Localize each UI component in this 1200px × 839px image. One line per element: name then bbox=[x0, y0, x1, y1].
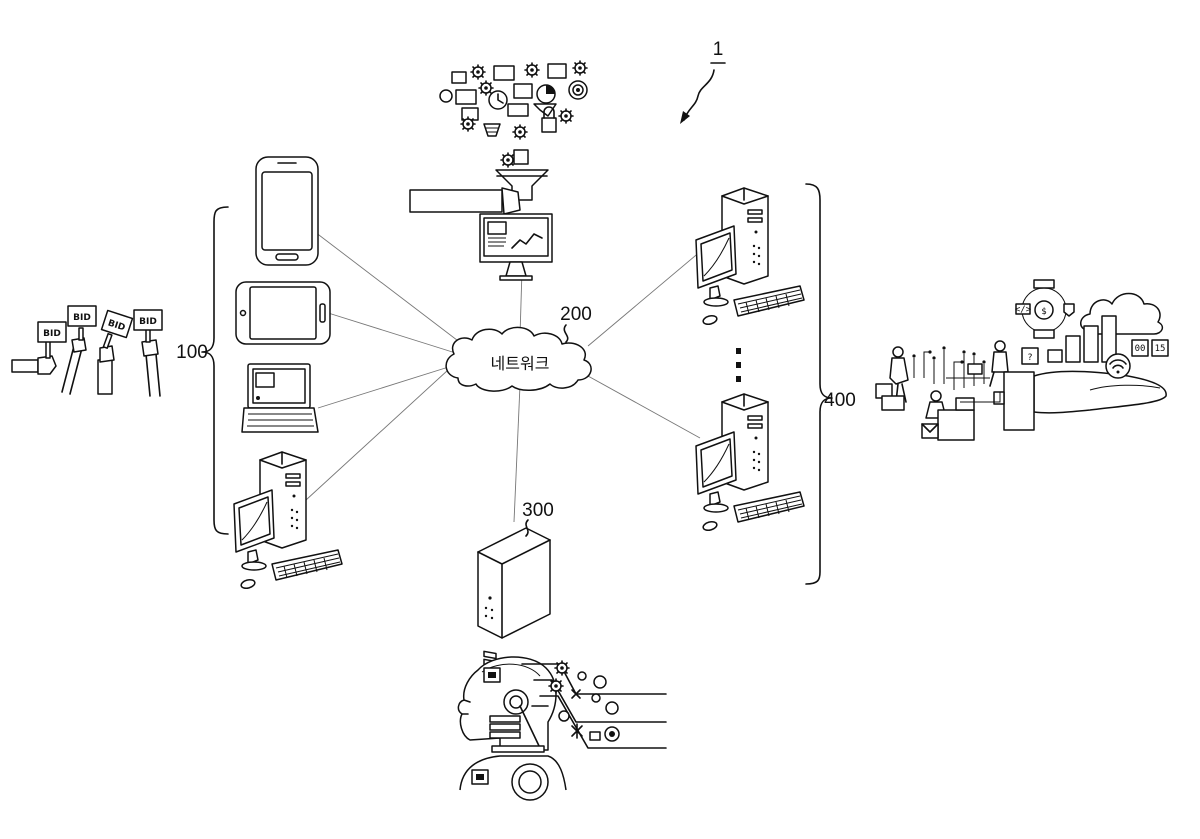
server-number: 300 bbox=[522, 500, 554, 521]
network-cloud: 네트워크 200 bbox=[446, 304, 592, 391]
smartphone-icon bbox=[256, 157, 318, 265]
desktop-computer-icon bbox=[696, 394, 804, 532]
system-reference: 1 bbox=[680, 39, 725, 124]
data-funnel-icon bbox=[410, 61, 587, 280]
desktop-computer-icon bbox=[696, 188, 804, 326]
system-number: 1 bbox=[713, 39, 724, 60]
client-group-number: 100 bbox=[176, 342, 208, 363]
svg-text:15: 15 bbox=[1155, 344, 1166, 354]
laptop-icon bbox=[242, 364, 318, 432]
bidding-hands-icon: BID BID BID BID bbox=[12, 306, 162, 396]
svg-text:$: $ bbox=[1041, 307, 1046, 317]
ellipsis-dots bbox=[736, 348, 741, 382]
business-data-scene-icon: $ </> 00 15 ? bbox=[876, 280, 1168, 440]
svg-text:BID: BID bbox=[139, 317, 157, 327]
ai-head-icon bbox=[458, 657, 666, 800]
client-group: 100 bbox=[176, 157, 342, 590]
svg-text:BID: BID bbox=[43, 329, 61, 339]
svg-text:</>: </> bbox=[1015, 305, 1032, 315]
network-number: 200 bbox=[560, 304, 592, 325]
provider-group-number: 400 bbox=[824, 390, 856, 411]
provider-group: 400 bbox=[696, 184, 856, 584]
svg-text:BID: BID bbox=[73, 313, 91, 323]
server-tower-icon: 300 bbox=[478, 500, 554, 666]
data-icons-cluster bbox=[440, 61, 587, 139]
svg-text:00: 00 bbox=[1135, 344, 1146, 354]
desktop-computer-icon bbox=[234, 452, 342, 590]
svg-text:?: ? bbox=[1027, 353, 1032, 363]
network-label: 네트워크 bbox=[491, 354, 550, 373]
tablet-icon bbox=[236, 282, 330, 344]
